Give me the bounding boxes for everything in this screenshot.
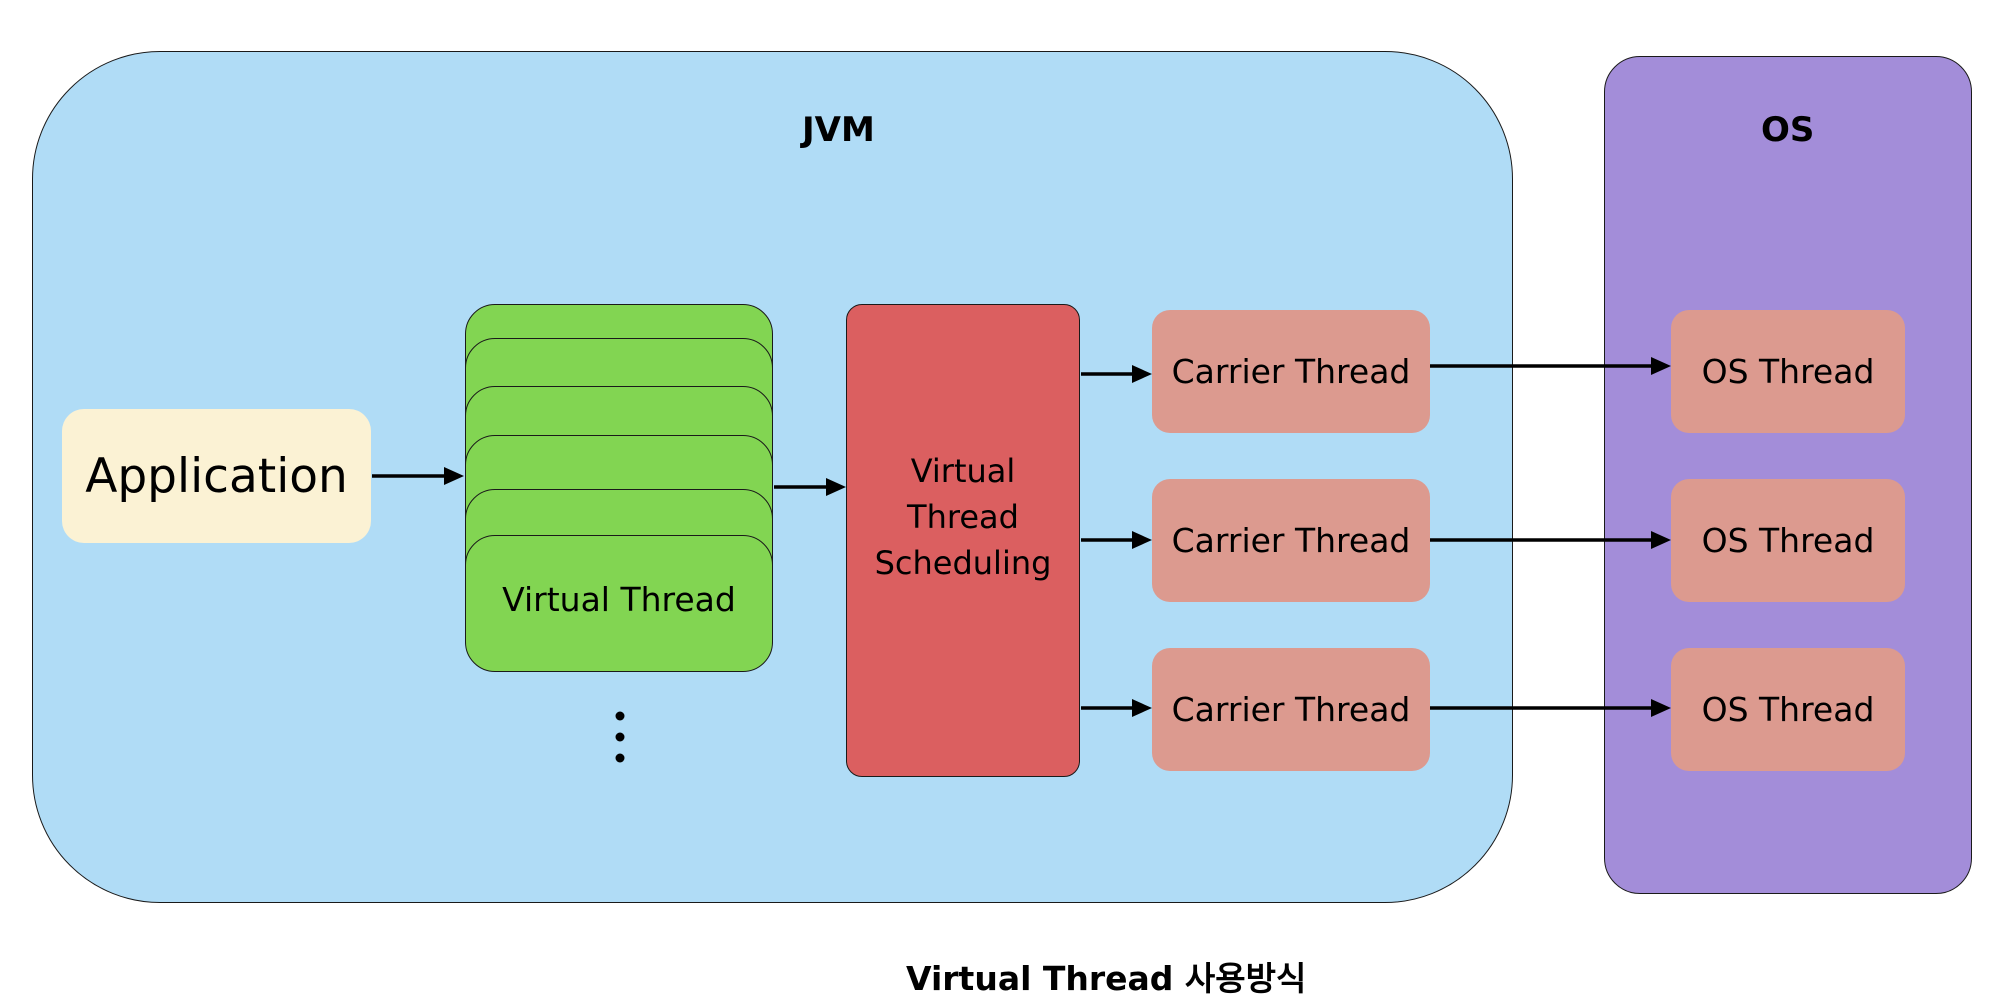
os-thread-2: OS Thread bbox=[1671, 479, 1905, 602]
arrowhead bbox=[1132, 531, 1152, 549]
diagram-caption: Virtual Thread 사용방식 bbox=[906, 959, 1307, 998]
carrier-thread-3: Carrier Thread bbox=[1152, 648, 1430, 771]
os-thread-3: OS Thread bbox=[1671, 648, 1905, 771]
virtual-thread-card-front: Virtual Thread bbox=[465, 535, 773, 672]
os-thread-label: OS Thread bbox=[1701, 521, 1875, 560]
arrowhead bbox=[1651, 531, 1671, 549]
os-thread-label: OS Thread bbox=[1701, 352, 1875, 391]
jvm-region-label: JVM bbox=[802, 110, 875, 150]
os-thread-label: OS Thread bbox=[1701, 690, 1875, 729]
arrowhead bbox=[1651, 699, 1671, 717]
scheduler-label: Virtual Thread Scheduling bbox=[874, 451, 1052, 582]
carrier-thread-1: Carrier Thread bbox=[1152, 310, 1430, 433]
carrier-thread-2: Carrier Thread bbox=[1152, 479, 1430, 602]
os-thread-1: OS Thread bbox=[1671, 310, 1905, 433]
carrier-thread-label: Carrier Thread bbox=[1171, 690, 1411, 729]
application-label: Application bbox=[85, 448, 348, 504]
vertical-ellipsis-icon bbox=[615, 711, 625, 763]
arrowhead bbox=[826, 478, 846, 496]
arrowhead bbox=[1132, 365, 1152, 383]
virtual-thread-label: Virtual Thread bbox=[502, 580, 736, 619]
virtual-thread-scheduler: Virtual Thread Scheduling bbox=[846, 304, 1080, 777]
arrowhead bbox=[444, 467, 464, 485]
os-region-label: OS bbox=[1761, 110, 1815, 150]
carrier-thread-label: Carrier Thread bbox=[1171, 352, 1411, 391]
application-box: Application bbox=[62, 409, 371, 543]
arrowhead bbox=[1651, 357, 1671, 375]
arrowhead bbox=[1132, 699, 1152, 717]
carrier-thread-label: Carrier Thread bbox=[1171, 521, 1411, 560]
